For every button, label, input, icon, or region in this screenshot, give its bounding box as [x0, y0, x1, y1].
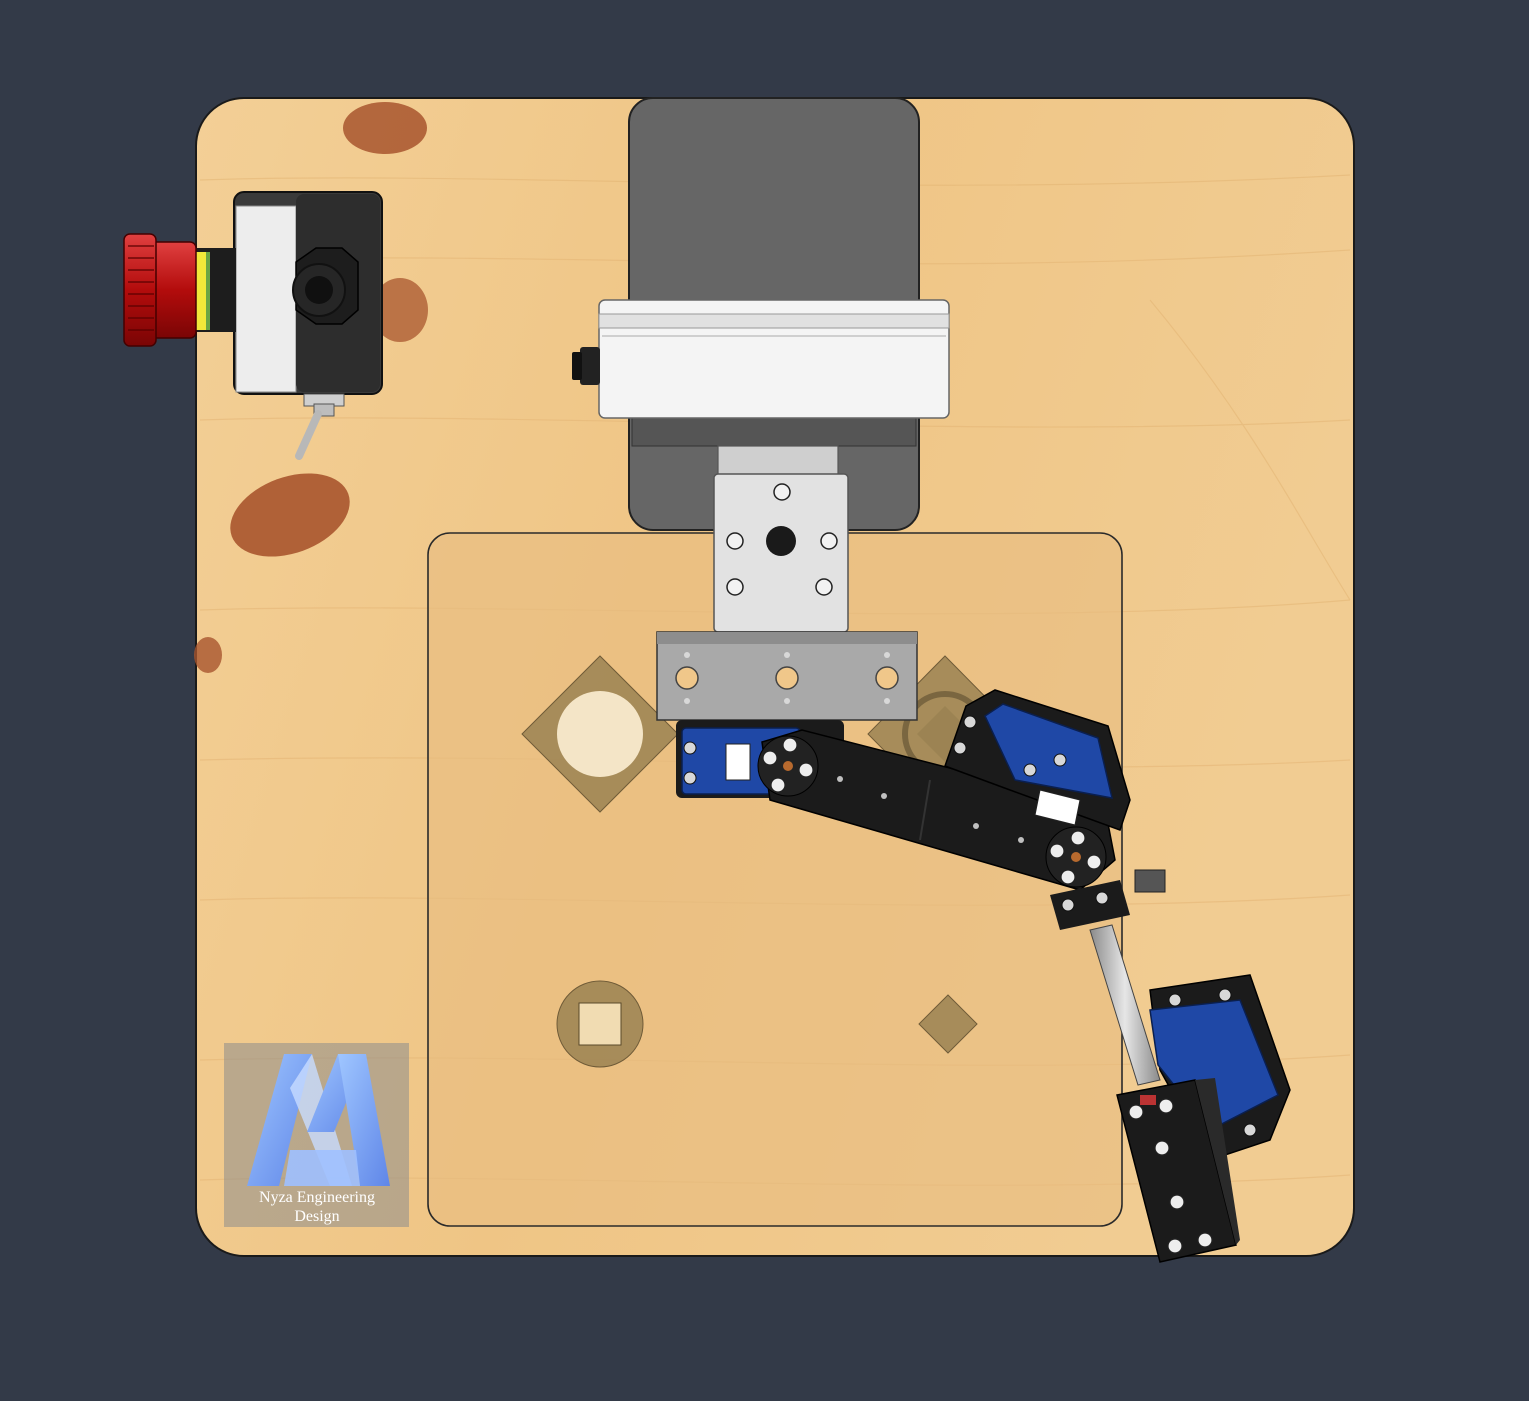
target-square-with-hole	[521, 655, 679, 813]
robot-arm-upper-link	[757, 729, 1116, 891]
screw-icon	[726, 483, 838, 596]
gripper-end-effector	[1116, 1078, 1240, 1263]
wrist-link	[1050, 880, 1161, 1086]
logo-text-line2: Design	[294, 1208, 339, 1225]
target-small-diamond	[918, 994, 978, 1054]
elbow-servo	[944, 689, 1166, 893]
robot-base-bracket	[656, 445, 918, 721]
emergency-stop-button-icon[interactable]	[123, 233, 236, 347]
control-enclosure	[572, 97, 950, 531]
servo-horn-icon	[1045, 826, 1107, 888]
servo-horn-icon	[757, 735, 819, 797]
connector-icon	[572, 347, 600, 385]
logo-text-line1: Nyza Engineering	[259, 1189, 375, 1206]
toggle-switch-icon[interactable]	[295, 393, 345, 460]
wood-knots	[194, 102, 428, 673]
target-circle-with-square	[556, 980, 644, 1068]
cable-gland-icon	[292, 247, 359, 325]
estop-box[interactable]	[123, 191, 383, 460]
nyza-logo-mark-icon	[247, 1054, 390, 1186]
company-logo: Nyza Engineering Design	[224, 1043, 409, 1227]
